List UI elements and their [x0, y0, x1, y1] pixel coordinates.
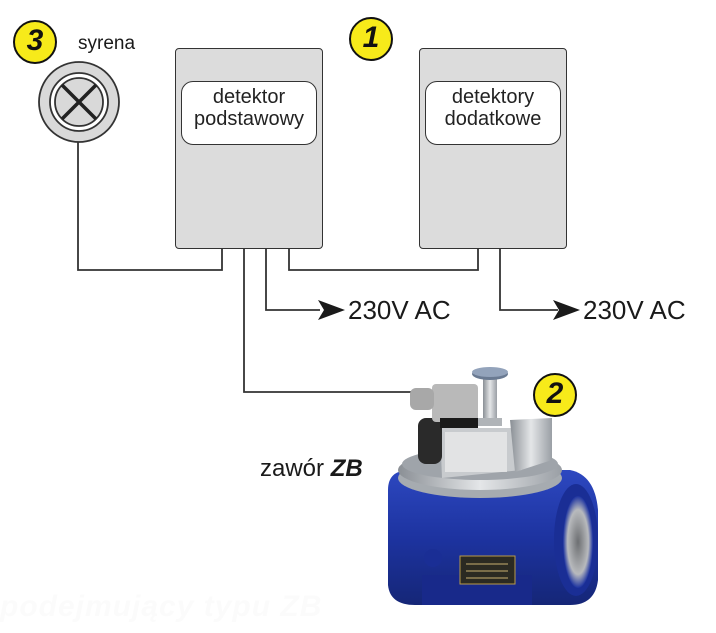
additional-detectors-label: detektory dodatkowe: [425, 81, 561, 145]
wire-power-2: [499, 248, 558, 311]
main-detector-line1: detektor: [212, 86, 286, 108]
valve-label-prefix: zawór: [260, 455, 331, 482]
siren-label: syrena: [78, 33, 136, 54]
valve-stem: [483, 378, 497, 424]
valve-nameplate: [459, 555, 516, 585]
arrow-power-1: [318, 300, 345, 320]
wire-valve: [243, 248, 412, 393]
valve-coil-connector: [432, 384, 478, 422]
siren-cross-icon: [38, 61, 120, 143]
additional-detectors-box: detektory dodatkowe: [419, 48, 567, 249]
valve-label-model: ZB: [330, 455, 363, 482]
badge-1: 1: [349, 17, 393, 61]
badge-3: 3: [13, 20, 57, 64]
wire-interlink: [288, 248, 479, 271]
valve-zb-image: [388, 367, 598, 605]
main-detector-box: detektor podstawowy: [175, 48, 323, 249]
watermark-text: podejmujący typu ZB: [0, 590, 323, 623]
additional-detectors-line1: detektory: [451, 86, 535, 108]
valve-label: zawór ZB: [260, 455, 363, 483]
wire-siren: [77, 123, 223, 271]
wire-power-1: [265, 248, 320, 311]
power-label-1: 230V AC: [348, 295, 451, 325]
badge-2: 2: [533, 373, 577, 417]
valve-body: [388, 470, 598, 605]
additional-detectors-line2: dodatkowe: [444, 108, 542, 130]
arrow-power-2: [553, 300, 580, 320]
main-detector-line2: podstawowy: [193, 108, 305, 130]
power-label-2: 230V AC: [583, 295, 686, 325]
main-detector-label: detektor podstawowy: [181, 81, 317, 145]
